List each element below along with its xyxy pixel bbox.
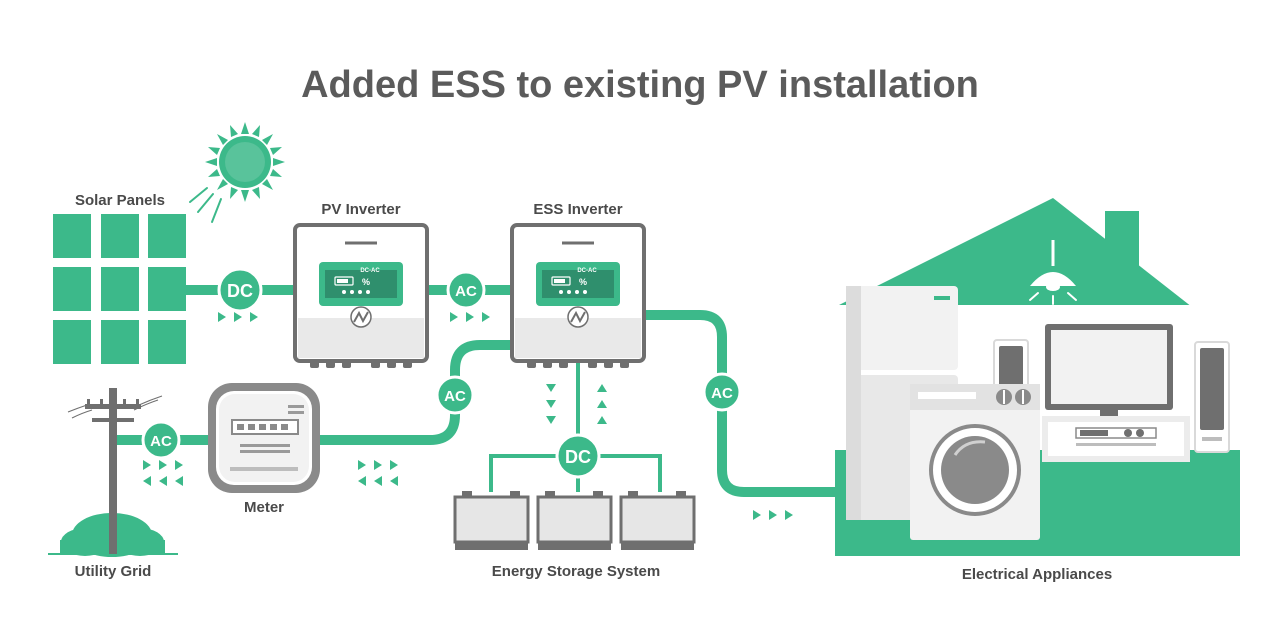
svg-text:%: % bbox=[362, 277, 370, 287]
inverter-icon bbox=[567, 306, 589, 328]
svg-text:AC: AC bbox=[455, 283, 477, 300]
label-electrical-appliances: Electrical Appliances bbox=[962, 566, 1112, 583]
badge-ac-pv-ess: AC bbox=[446, 270, 486, 310]
badge-ac-appliances: AC bbox=[702, 372, 742, 412]
label-solar-panels: Solar Panels bbox=[75, 192, 165, 209]
svg-text:AC: AC bbox=[711, 385, 733, 402]
utility-pole-icon bbox=[48, 388, 178, 557]
solar-panel-icon bbox=[53, 214, 186, 364]
badge-ac-grid: AC bbox=[141, 420, 181, 460]
tv-icon bbox=[1045, 324, 1173, 416]
svg-text:DC-AC: DC-AC bbox=[360, 268, 380, 274]
svg-text:DC: DC bbox=[565, 447, 591, 467]
battery-icon bbox=[536, 491, 613, 550]
svg-text:AC: AC bbox=[444, 388, 466, 405]
washing-machine-icon bbox=[910, 384, 1040, 540]
inverter-icon bbox=[350, 306, 372, 328]
speaker-icon bbox=[1194, 341, 1230, 453]
badge-dc-solar: DC bbox=[217, 267, 263, 313]
label-pv-inverter: PV Inverter bbox=[321, 201, 400, 218]
svg-text:%: % bbox=[579, 277, 587, 287]
label-utility-grid: Utility Grid bbox=[75, 563, 152, 580]
badge-ac-meter-ess: AC bbox=[435, 375, 475, 415]
battery-icon bbox=[619, 491, 696, 550]
diagram-title: Added ESS to existing PV installation bbox=[301, 64, 979, 106]
badge-dc-battery: DC bbox=[555, 433, 601, 479]
meter-icon bbox=[208, 383, 320, 493]
label-meter: Meter bbox=[244, 499, 284, 516]
svg-text:AC: AC bbox=[150, 433, 172, 450]
ess-inverter: DC-AC % bbox=[510, 223, 646, 368]
label-energy-storage: Energy Storage System bbox=[492, 563, 660, 580]
label-ess-inverter: ESS Inverter bbox=[533, 201, 622, 218]
svg-text:DC-AC: DC-AC bbox=[577, 268, 597, 274]
svg-text:DC: DC bbox=[227, 281, 253, 301]
battery-icon bbox=[453, 491, 530, 550]
sun-rays bbox=[189, 187, 222, 223]
sun-icon bbox=[205, 122, 285, 202]
av-receiver bbox=[1042, 416, 1190, 462]
pv-inverter: DC-AC % bbox=[293, 223, 429, 368]
lamp-icon bbox=[1029, 240, 1077, 305]
flow-arrows bbox=[143, 312, 793, 520]
